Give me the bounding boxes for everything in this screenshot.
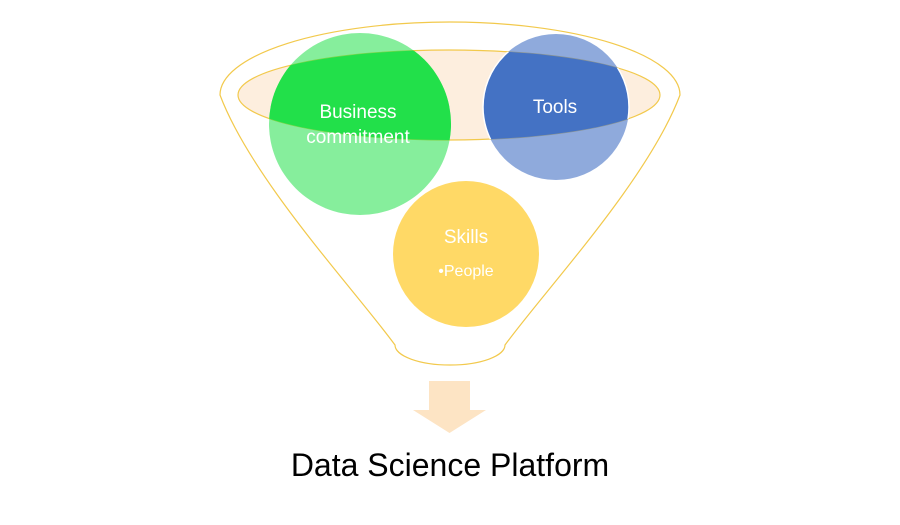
skills-bullet-people: •People — [438, 263, 494, 280]
down-arrow-icon — [413, 381, 486, 433]
output-label: Data Science Platform — [290, 447, 610, 483]
skills-node: Skills •People — [393, 181, 539, 327]
skills-bullet-line: •People — [438, 263, 494, 280]
skills-line: Skills — [444, 227, 488, 248]
tools-node: Tools — [482, 34, 630, 180]
tools-line: Tools — [533, 97, 577, 118]
business-commitment-line: Business — [319, 102, 396, 123]
business-commitment-line: commitment — [306, 127, 410, 148]
funnel-body — [219, 21, 681, 366]
business-commitment-node: Business commitment — [269, 33, 451, 215]
skills-label: Skills — [444, 227, 488, 248]
tools-label: Tools — [533, 97, 577, 118]
business-commitment-label: Business commitment — [306, 102, 410, 148]
